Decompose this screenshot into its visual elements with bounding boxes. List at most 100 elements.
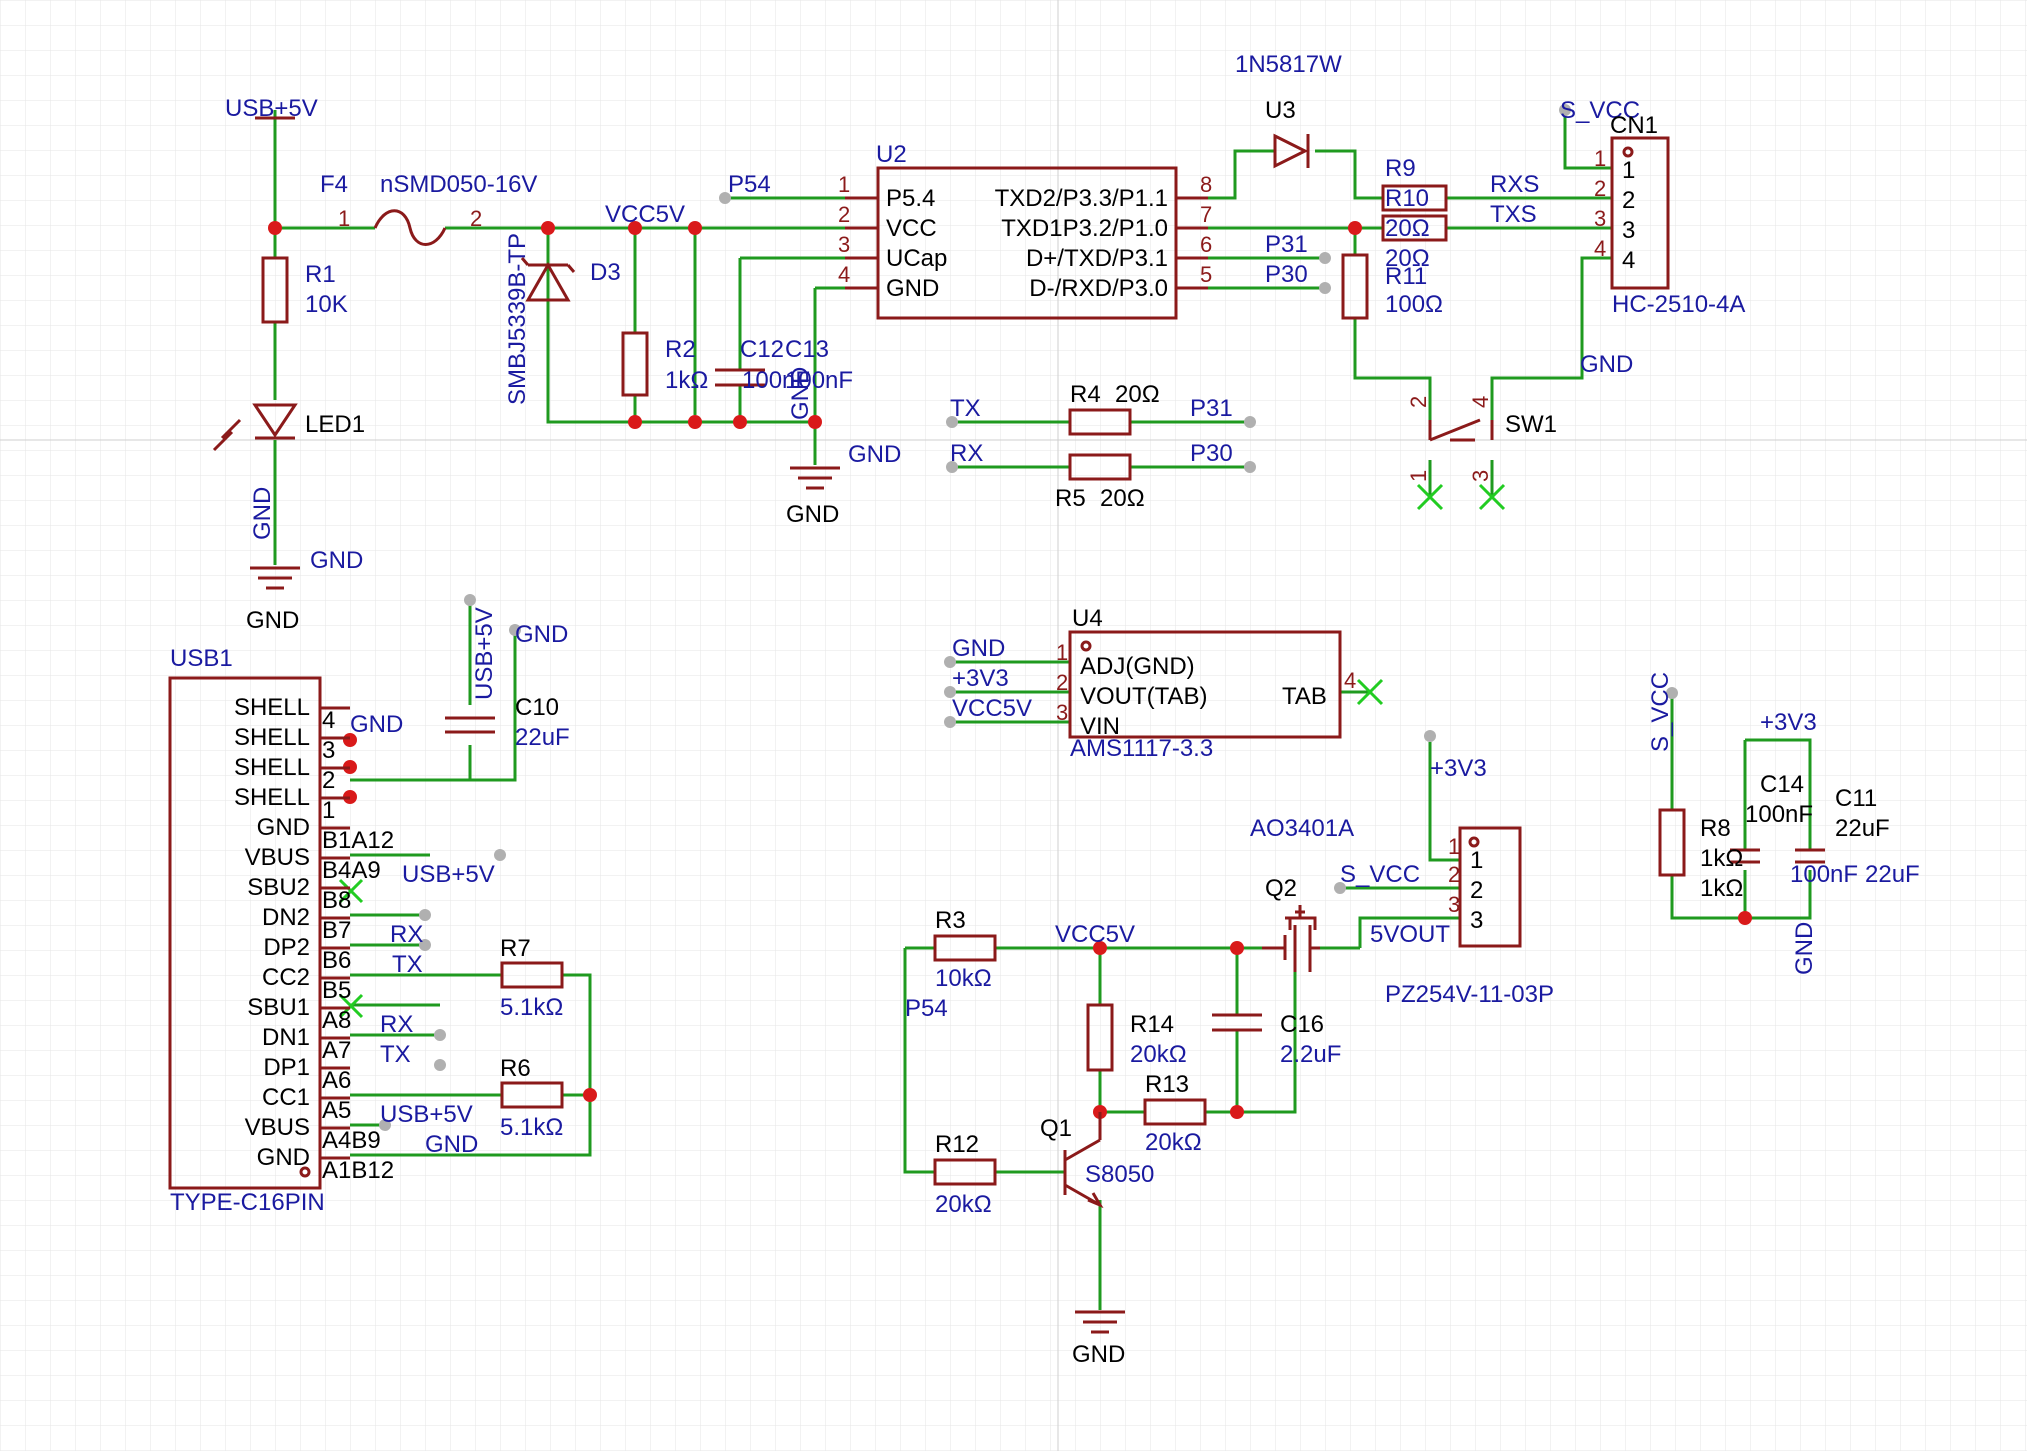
r12-ref: R12 — [935, 1131, 979, 1158]
usb1-pin-3: 1 — [322, 797, 335, 824]
c11-ref: C11 — [1835, 785, 1877, 812]
r4-ref: R4 — [1070, 381, 1101, 408]
u4-pin3-name: VIN — [1080, 713, 1120, 740]
u4-body — [1068, 630, 1342, 739]
net-rx-dn1: RX — [380, 1011, 413, 1038]
cn1-outer-pin1: 1 — [1594, 146, 1606, 171]
c11-value-a: 22uF — [1835, 815, 1890, 842]
usb1-pin-5: B4A9 — [322, 857, 381, 884]
net-tx-cc2: TX — [392, 951, 423, 978]
usb1-name-1: SHELL — [234, 724, 310, 751]
net-p54: P54 — [728, 171, 771, 198]
c10-ref: C10 — [515, 694, 559, 721]
f4-value: nSMD050-16V — [380, 171, 537, 198]
led1-emission-arrows — [212, 418, 242, 452]
net-gnd-u2-vertical: GND — [787, 367, 814, 420]
net-gnd-u4: GND — [952, 635, 1005, 662]
net-tx-dp1: TX — [380, 1041, 411, 1068]
c14-ref: C14 — [1760, 771, 1804, 798]
resistor-r2-body — [621, 331, 649, 397]
net-5vout: 5VOUT — [1370, 921, 1450, 948]
resistor-r7-body — [500, 961, 564, 989]
net-3v3-pz: +3V3 — [1430, 755, 1487, 782]
u2-pin1-num: 1 — [838, 172, 850, 197]
r11-value: 100Ω — [1385, 291, 1443, 318]
r1-value: 10K — [305, 291, 348, 318]
usb1-name-6: SBU2 — [247, 874, 310, 901]
c12-value: 100nF — [742, 367, 810, 394]
usb1-pin-12: A6 — [322, 1067, 351, 1094]
r10-ref: R10 — [1385, 185, 1429, 212]
u2-pin8-name: TXD2/P3.3/P1.1 — [995, 185, 1168, 212]
cn1-inner-pin2: 2 — [1622, 187, 1635, 214]
u2-pin7-name: TXD1P3.2/P1.0 — [1001, 215, 1168, 242]
u2-pin7-num: 7 — [1200, 202, 1212, 227]
part-bodies — [168, 116, 1825, 1334]
r14-ref: R14 — [1130, 1011, 1174, 1038]
usb1-body — [168, 676, 322, 1190]
u4-pin2-num: 2 — [1056, 670, 1068, 695]
usb1-name-2: SHELL — [234, 754, 310, 781]
u4-pin1-name: ADJ(GND) — [1080, 653, 1195, 680]
u2-body — [876, 166, 1178, 320]
capacitor-c10-plates — [445, 716, 495, 734]
u2-pin4-name: GND — [886, 275, 939, 302]
u2-pin8-num: 8 — [1200, 172, 1212, 197]
gnd-label-q1: GND — [1072, 1341, 1125, 1368]
r4-value: 20Ω — [1115, 381, 1160, 408]
usb1-name-0: SHELL — [234, 694, 310, 721]
ground-symbol-u2 — [790, 466, 840, 490]
u4-pin3-num: 3 — [1056, 700, 1068, 725]
net-gnd-c10: GND — [515, 621, 568, 648]
cn1-ref: CN1 — [1610, 112, 1658, 139]
net-gnd-led: GND — [310, 547, 363, 574]
u2-pin6-num: 6 — [1200, 232, 1212, 257]
usb1-name-3: SHELL — [234, 784, 310, 811]
net-txs: TXS — [1490, 201, 1537, 228]
u4-ref: U4 — [1072, 605, 1103, 632]
r8-value-a: 1kΩ — [1700, 845, 1743, 872]
ground-symbol-q1 — [1075, 1310, 1125, 1334]
net-gnd-usb1: GND — [425, 1131, 478, 1158]
r5-ref: R5 — [1055, 485, 1086, 512]
f4-ref: F4 — [320, 171, 348, 198]
usb1-pin-9: B5 — [322, 977, 351, 1004]
net-gnd-cn1: GND — [1580, 351, 1633, 378]
diode-u3-symbol — [1273, 133, 1310, 169]
r3-value: 10kΩ — [935, 965, 992, 992]
r2-value: 1kΩ — [665, 367, 708, 394]
cn1-outer-pin3: 3 — [1594, 206, 1606, 231]
c11-value-b: 22uF — [1865, 861, 1920, 888]
usb1-pin-names: SHELL SHELL SHELL SHELL GND VBUS SBU2 DN… — [234, 694, 310, 1171]
c14-value-b: 100nF — [1790, 861, 1858, 888]
resistor-r9-body — [1381, 214, 1448, 242]
resistor-r1-body — [261, 256, 289, 324]
c13-value: 100nF — [785, 367, 853, 394]
usb1-name-9: CC2 — [262, 964, 310, 991]
q2-value: AO3401A — [1250, 815, 1354, 842]
usb1-value: TYPE-C16PIN — [170, 1189, 325, 1216]
sw1-pin3: 3 — [1468, 470, 1493, 482]
usb1-name-13: CC1 — [262, 1084, 310, 1111]
led1-ref: LED1 — [305, 411, 365, 438]
r6-ref: R6 — [500, 1055, 531, 1082]
r13-ref: R13 — [1145, 1071, 1189, 1098]
net-usb5v-top: USB+5V — [225, 95, 318, 122]
r9-ref: R9 — [1385, 155, 1416, 182]
fuse-f4-symbol — [373, 209, 447, 246]
q1-value: S8050 — [1085, 1161, 1154, 1188]
capacitor-c16-plates — [1212, 1013, 1262, 1032]
resistor-r6-body — [500, 1081, 564, 1109]
sw1-ref: SW1 — [1505, 411, 1557, 438]
f4-pin1: 1 — [338, 206, 350, 231]
net-usb5v-vbus: USB+5V — [402, 861, 495, 888]
q2-ref: Q2 — [1265, 875, 1297, 902]
usb1-pin-8: B6 — [322, 947, 351, 974]
switch-sw1-symbol — [1428, 418, 1494, 442]
pz-pin3-inner: 3 — [1470, 907, 1483, 934]
u2-pin5-num: 5 — [1200, 262, 1212, 287]
d3-value: SMBJ5339B-TP — [504, 233, 531, 405]
r3-ref: R3 — [935, 907, 966, 934]
u2-pin5-name: D-/RXD/P3.0 — [1029, 275, 1168, 302]
